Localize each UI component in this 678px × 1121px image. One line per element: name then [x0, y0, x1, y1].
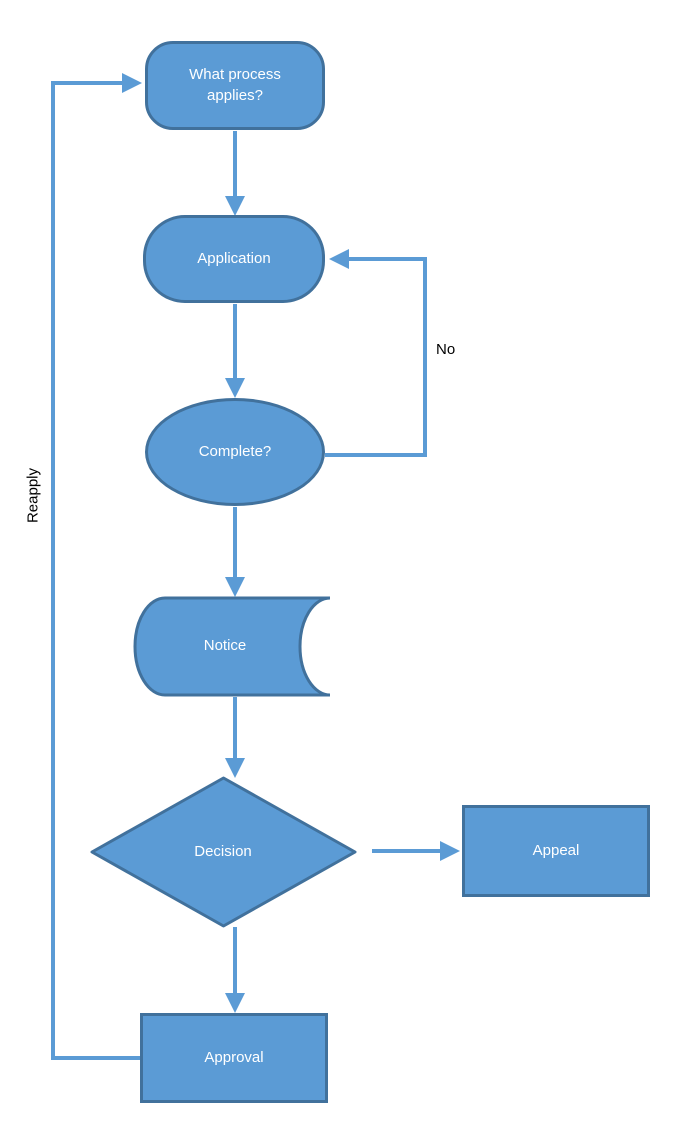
- node-complete: Complete?: [145, 398, 325, 506]
- node-approval-label: Approval: [204, 1048, 264, 1066]
- node-approval: Approval: [140, 1013, 328, 1103]
- node-complete-label: Complete?: [198, 442, 272, 460]
- node-notice-label: Notice: [203, 637, 247, 655]
- node-decision-shape: [90, 776, 357, 928]
- arrow-complete-to-application-no-loop: [325, 249, 427, 457]
- node-appeal-label: Appeal: [532, 841, 580, 859]
- node-decision: Decision: [133, 802, 313, 902]
- edge-label-reapply: Reapply: [24, 467, 42, 524]
- node-what-process-applies-label: What process applies?: [189, 66, 281, 104]
- node-decision-label: Decision: [194, 842, 252, 860]
- node-application: Application: [143, 215, 325, 303]
- arrow-approval-to-whatprocess-reapply-loop: [51, 73, 142, 1060]
- node-application-label: Application: [197, 249, 271, 267]
- edge-label-no: No: [436, 341, 456, 358]
- node-notice-shape: [133, 596, 331, 697]
- node-what-process-applies: What process applies?: [145, 41, 325, 130]
- node-appeal: Appeal: [462, 805, 650, 897]
- node-notice: Notice: [150, 598, 300, 695]
